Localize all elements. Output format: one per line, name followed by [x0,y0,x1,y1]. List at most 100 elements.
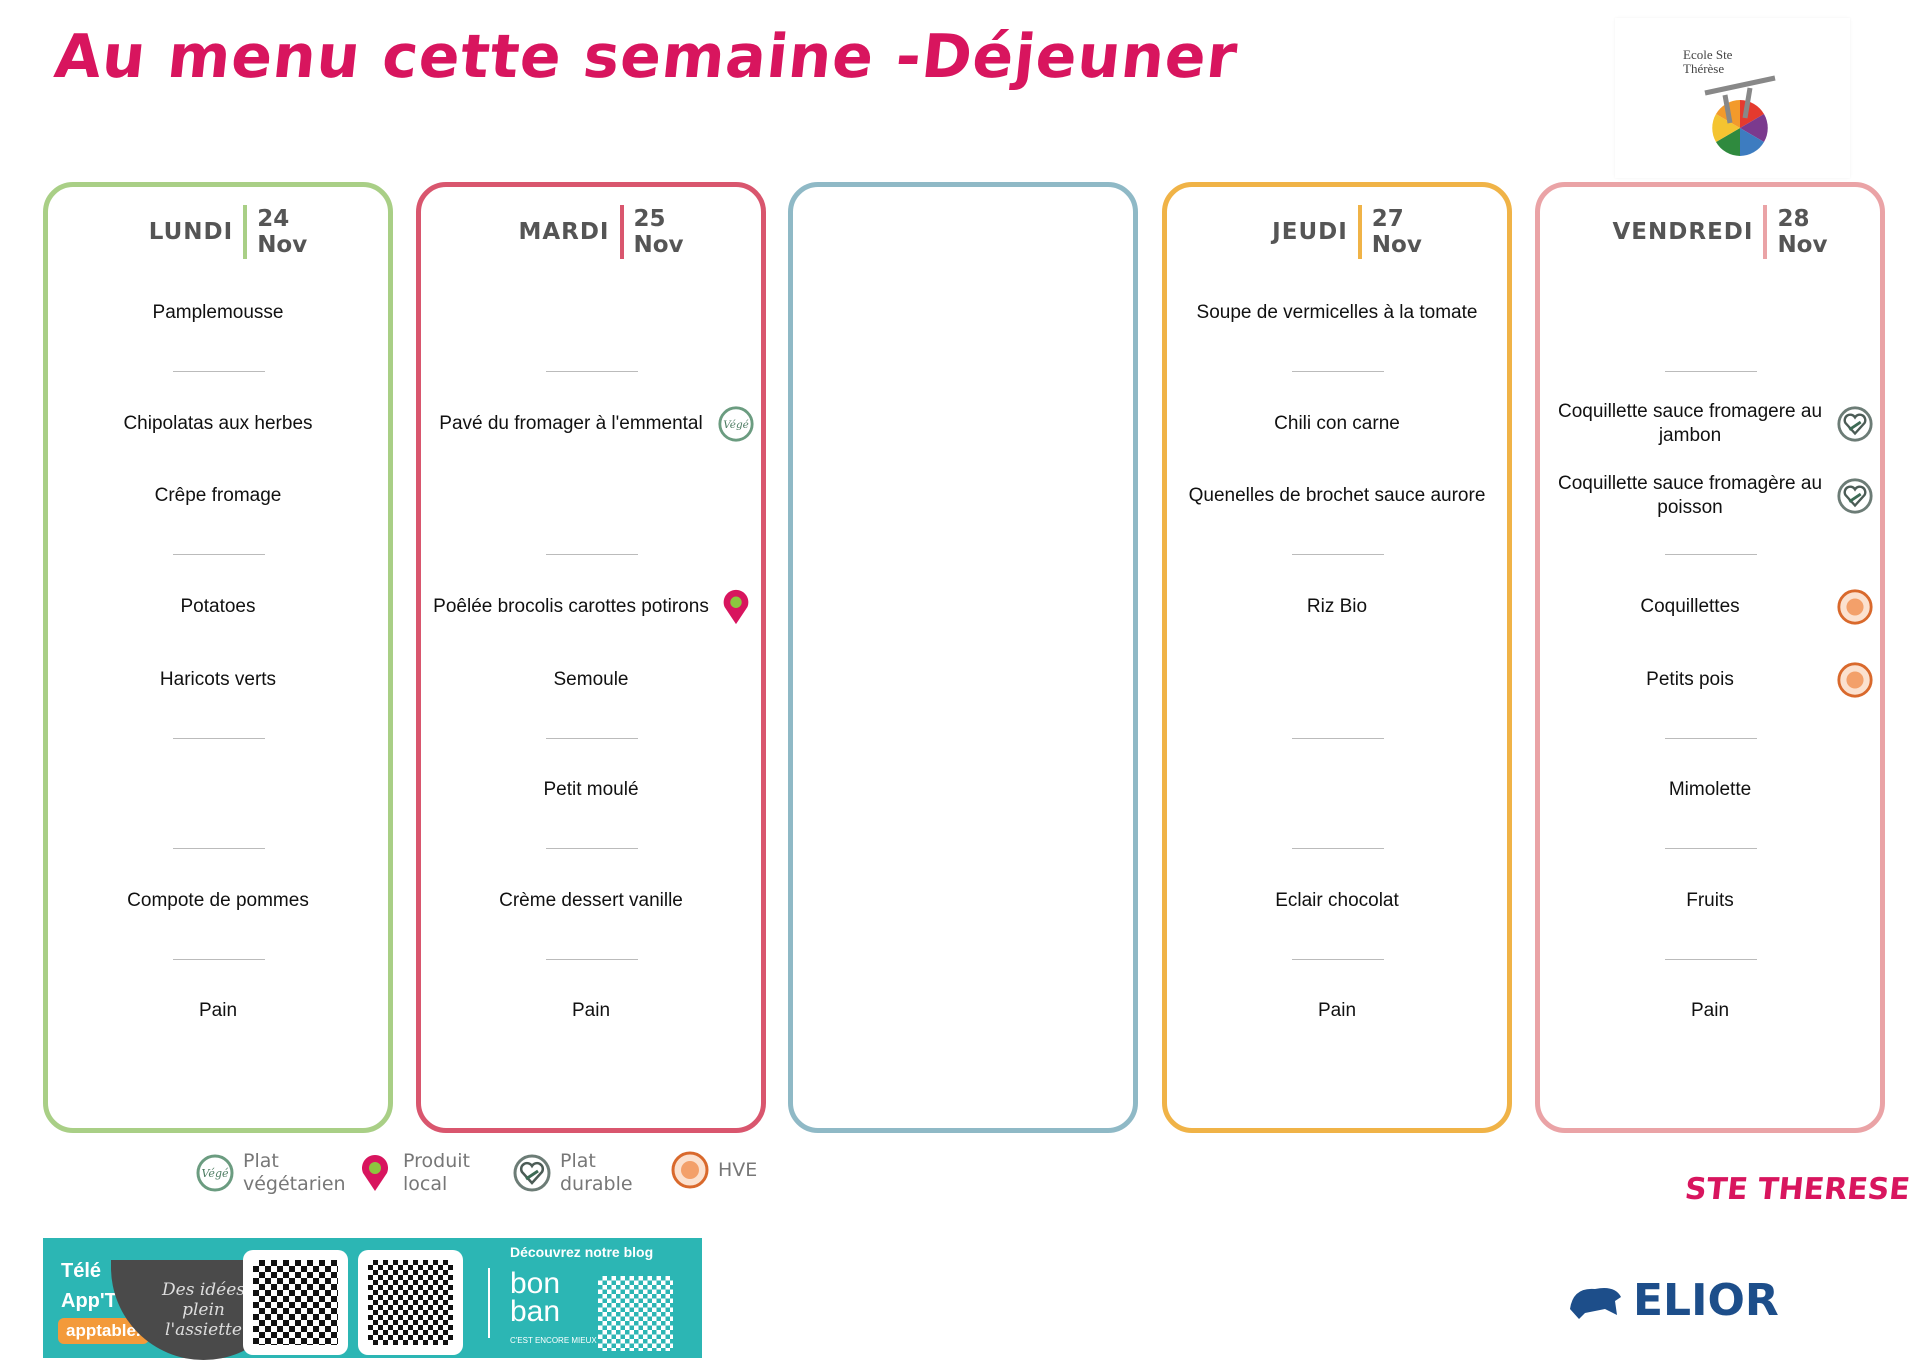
legend-item: HVE [670,1150,757,1190]
menu-item: Coquillette sauce fromagere au jambon [1557,401,1823,446]
menu-item: Riz Bio [1306,596,1368,617]
menu-item: Soupe de vermicelles à la tomate [1196,302,1478,323]
menu-item: Semoule [553,669,629,690]
menu-item: Crêpe fromage [154,485,282,506]
school-logo-text: Ecole Ste Thérèse [1683,47,1733,76]
app-banner: Télé App'T apptable. Des idées plein l'a… [43,1238,702,1360]
day-name: MARDI [518,219,610,245]
day-name: JEUDI [1272,219,1348,245]
date-month: Nov [633,232,684,258]
qr-code-app-store[interactable] [243,1250,348,1355]
date-day: 27 [1371,206,1404,232]
course-divider [1292,554,1384,555]
course-divider [1665,554,1757,555]
legend-label-2: local [403,1173,448,1195]
course-divider [1665,848,1757,849]
header-divider [243,205,248,259]
sustainable-dish-icon [512,1153,552,1193]
vege-icon: Végé [195,1153,235,1193]
date-month: Nov [1777,232,1828,258]
legend-label-1: Produit [403,1150,470,1172]
day-name: LUNDI [148,219,234,245]
menu-item: Pain [198,1000,238,1021]
school-name: STE THERESE [1683,1172,1912,1207]
sustainable-dish-icon [1836,477,1874,515]
local-product-icon [355,1153,395,1193]
hve-icon [1836,588,1874,626]
brand-name: ELIOR [1633,1275,1779,1326]
menu-item: Pamplemousse [152,302,284,323]
course-divider [546,848,638,849]
header-divider [619,205,624,259]
course-divider [546,959,638,960]
menu-item: Poêlée brocolis carottes potirons [433,596,709,617]
date-day: 24 [257,206,290,232]
date-day: 25 [633,206,666,232]
date-day: 28 [1777,206,1810,232]
course-divider [173,848,265,849]
day-column [788,182,1138,1133]
school-logo-wheel-icon [1704,75,1776,156]
svg-text:Végé: Végé [202,1167,229,1180]
legend-label-2: végétarien [243,1173,346,1195]
qr-code-play-store[interactable] [358,1250,463,1355]
menu-item: Compote de pommes [127,890,309,911]
header-divider [1763,205,1768,259]
banner-download-text: Télé [61,1260,102,1282]
menu-item: Quenelles de brochet sauce aurore [1188,485,1486,506]
course-divider [173,554,265,555]
menu-item: Fruits [1686,890,1734,911]
elior-logo: ELIOR [1565,1275,1779,1326]
menu-item: Chipolatas aux herbes [123,413,313,434]
hve-icon [670,1150,710,1190]
course-divider [1665,371,1757,372]
menu-item: Haricots verts [159,669,277,690]
menu-item: Pain [571,1000,611,1021]
legend-label-1: HVE [718,1158,758,1181]
menu-item: Petits pois [1646,669,1734,690]
course-divider [1292,371,1384,372]
school-logo: Ecole Ste Thérèse [1615,18,1850,178]
course-divider [546,554,638,555]
day-name: VENDREDI [1612,219,1754,245]
sustainable-dish-icon [1836,405,1874,443]
date-month: Nov [257,232,308,258]
menu-item: Crème dessert vanille [499,890,683,911]
local-product-icon [717,588,755,626]
course-divider [173,738,265,739]
date-month: Nov [1371,232,1422,258]
bonban-logo: bon ban [510,1267,561,1328]
bull-icon [1570,1287,1621,1319]
menu-item: Chili con carne [1274,413,1400,434]
course-divider [173,371,265,372]
course-divider [1292,959,1384,960]
menu-item: Mimolette [1668,779,1752,800]
qr-code-blog[interactable] [598,1276,673,1351]
course-divider [1665,738,1757,739]
blog-text: Découvrez notre blog [510,1244,654,1260]
hve-icon [1836,661,1874,699]
menu-item: Pavé du fromager à l'emmental [439,413,703,434]
banner-app-text: App'T [61,1290,117,1312]
menu-item: Potatoes [180,596,256,617]
menu-item: Pain [1690,1000,1730,1021]
course-divider [173,959,265,960]
menu-item: Coquillette sauce fromagère au poisson [1557,473,1823,518]
menu-item: Pain [1317,1000,1357,1021]
page-title: Au menu cette semaine -Déjeuner [51,22,1242,92]
course-divider [1665,959,1757,960]
bonban-tagline: C'EST ENCORE MIEUX [510,1336,597,1345]
menu-item: Eclair chocolat [1275,890,1399,911]
legend-label-1: Plat [560,1150,596,1172]
legend-label-2: durable [560,1173,633,1195]
